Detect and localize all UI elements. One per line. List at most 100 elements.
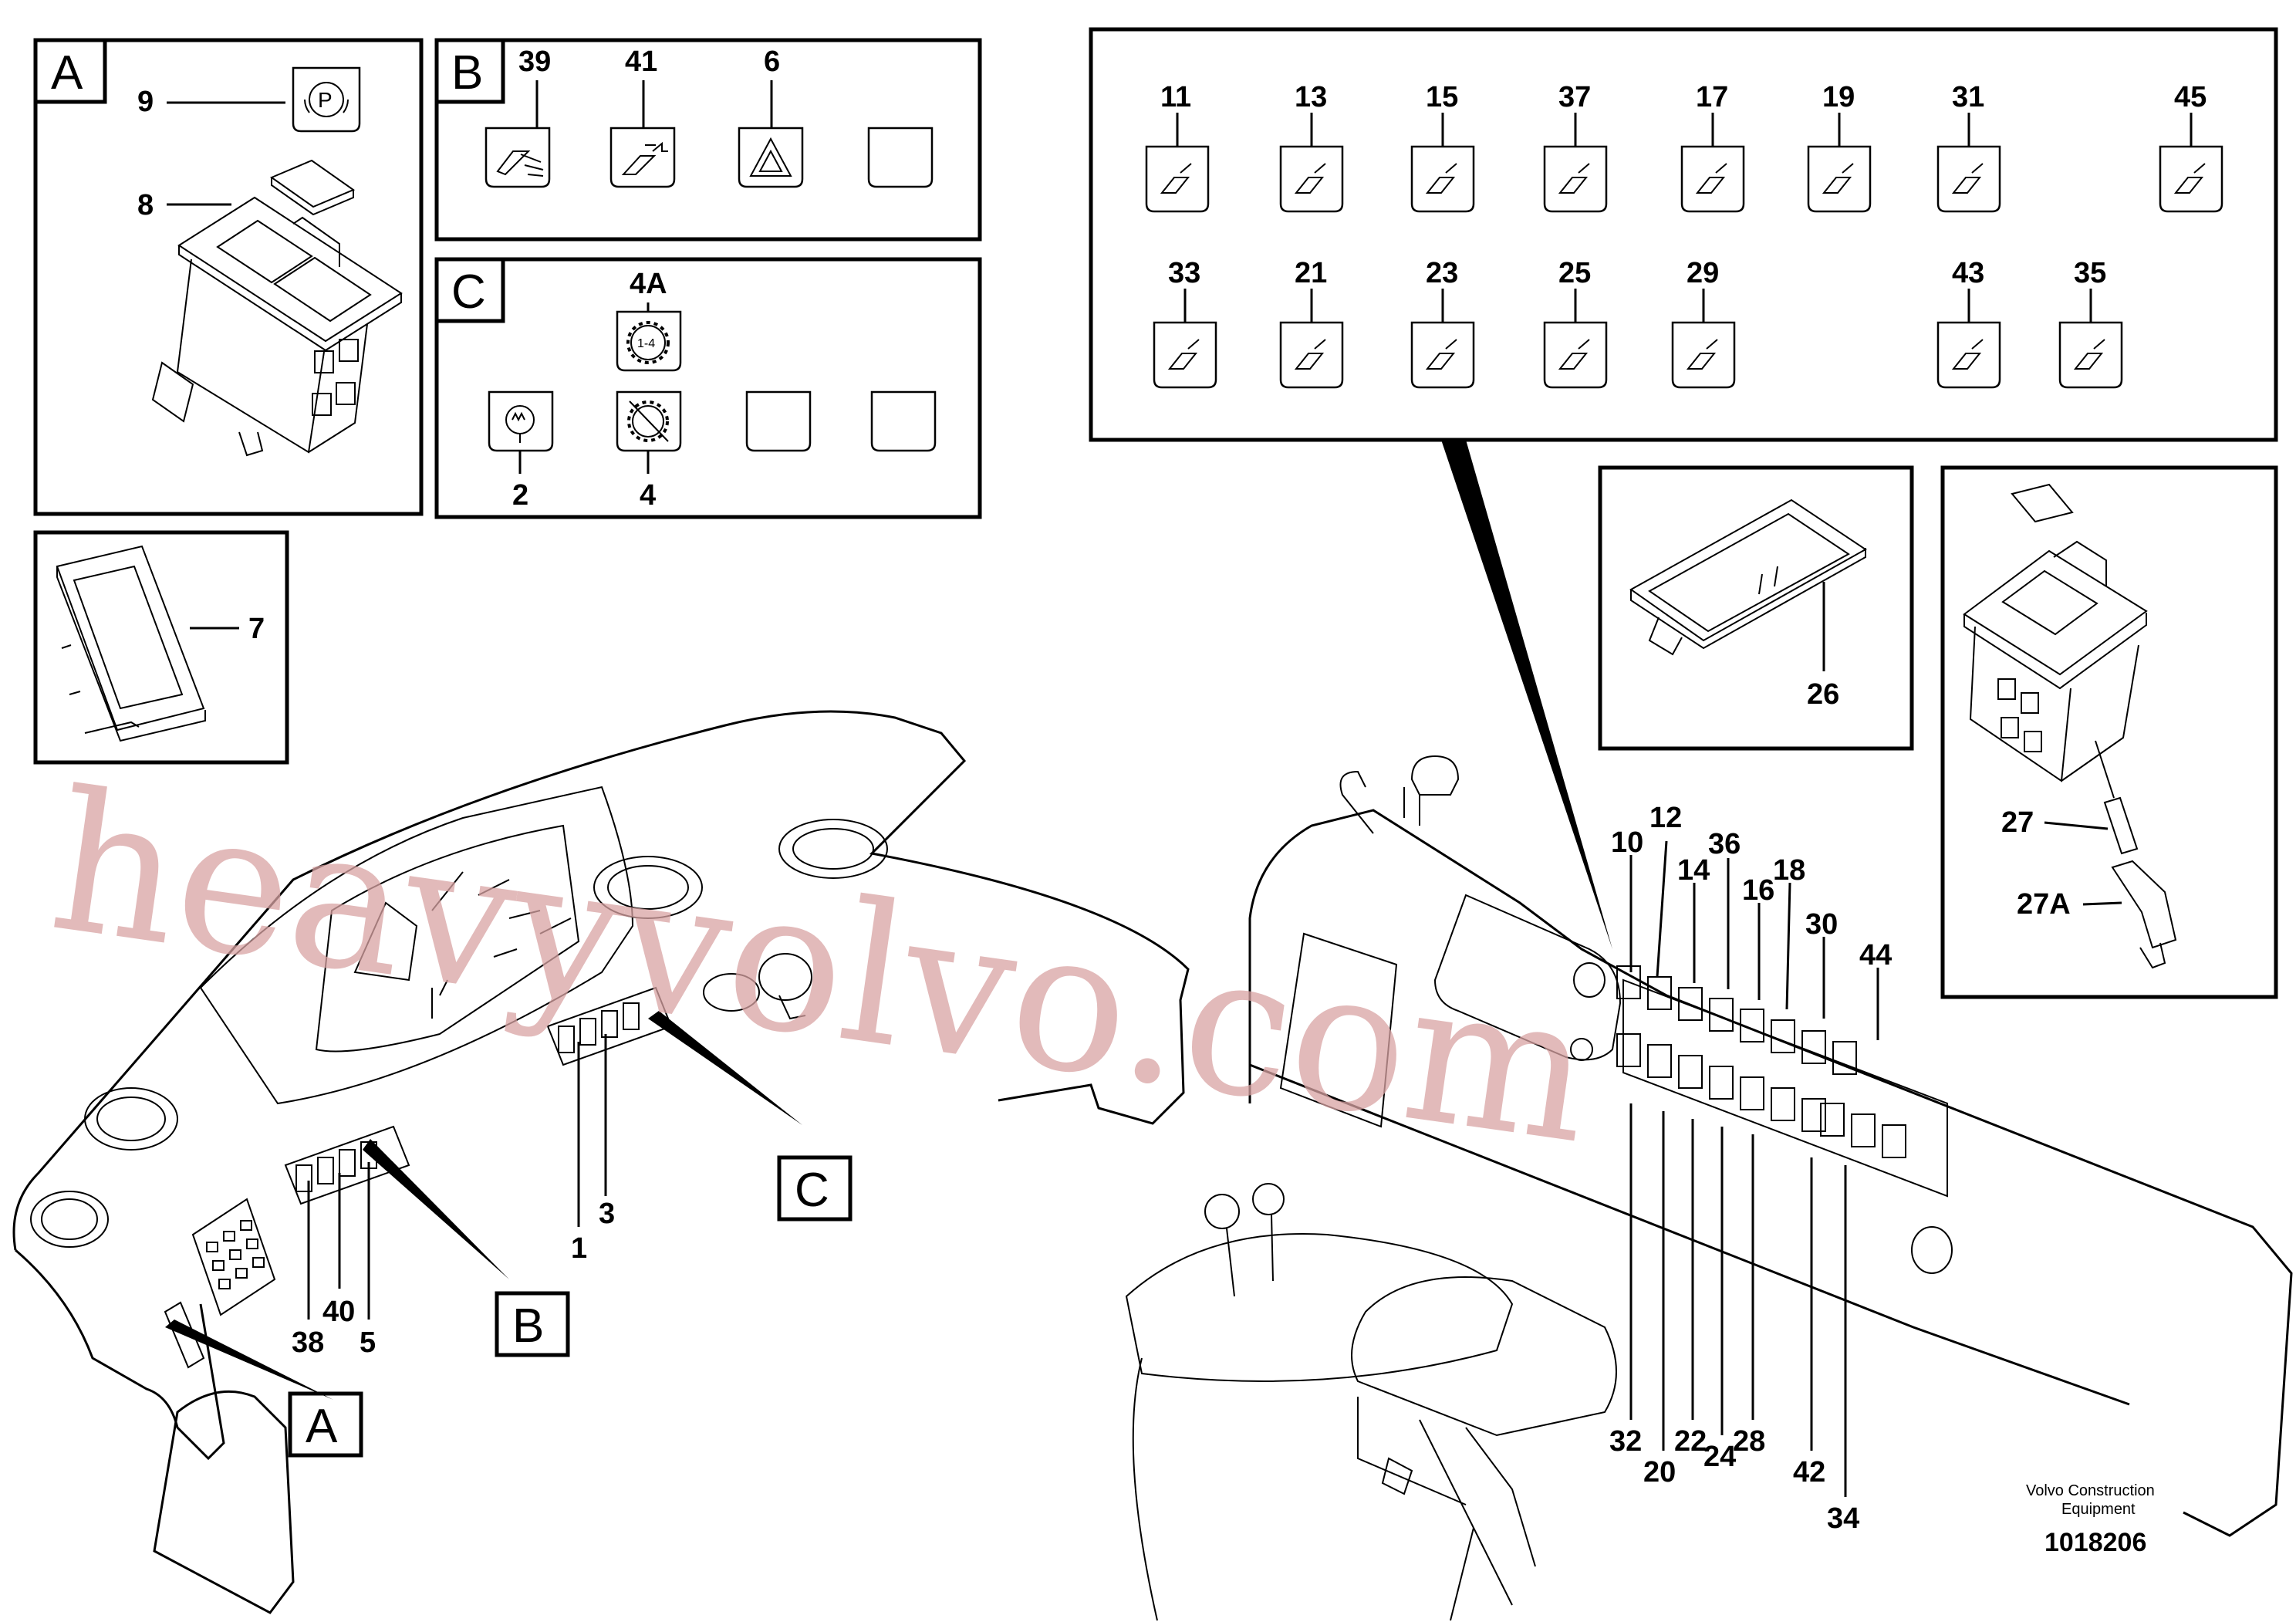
label-5: 5 — [360, 1326, 376, 1359]
label-38: 38 — [292, 1326, 324, 1359]
label-25: 25 — [1558, 257, 1591, 289]
switch-icon-33: 33 — [1153, 257, 1217, 389]
console-switch — [1616, 965, 1641, 999]
gear-selector-icon: 1-4 — [616, 310, 682, 372]
label-41: 41 — [625, 46, 657, 78]
console-switch — [1647, 1044, 1672, 1078]
console-switch — [1740, 1009, 1764, 1042]
switch-icon-25: 25 — [1543, 257, 1608, 389]
console-switch — [1801, 1030, 1826, 1064]
label-21: 21 — [1295, 257, 1327, 289]
credit-line-2: Equipment — [2061, 1501, 2136, 1518]
svg-text:A: A — [306, 1400, 338, 1453]
switch-icon-35: 35 — [2058, 257, 2123, 389]
label-8: 8 — [137, 189, 154, 221]
console-switch — [1709, 998, 1734, 1032]
gear-icon-text: 1-4 — [637, 337, 655, 350]
label-39: 39 — [518, 46, 551, 78]
label-16: 16 — [1742, 874, 1774, 907]
panel-c: C 4A 1-4 2 4 — [434, 257, 982, 519]
label-2: 2 — [512, 479, 528, 512]
label-28: 28 — [1733, 1425, 1765, 1458]
switch-icon-43: 43 — [1936, 257, 2001, 389]
watermark: heavyvolvo.com — [40, 748, 1605, 1186]
console-switch — [1616, 1033, 1641, 1067]
label-1: 1 — [571, 1232, 587, 1265]
switch-icon-29: 29 — [1671, 257, 1736, 389]
label-9: 9 — [137, 86, 154, 118]
console-switch — [1801, 1098, 1826, 1132]
callout-a: A — [288, 1391, 363, 1458]
label-34: 34 — [1827, 1502, 1859, 1535]
console-switch — [1709, 1066, 1734, 1100]
label-29: 29 — [1687, 257, 1719, 289]
console-switch — [1678, 987, 1703, 1021]
svg-text:B: B — [512, 1299, 544, 1353]
console-switch — [1832, 1041, 1857, 1075]
label-3: 3 — [599, 1198, 615, 1230]
label-37: 37 — [1558, 81, 1591, 113]
label-15: 15 — [1426, 81, 1458, 113]
console-switch-bank — [1616, 965, 1906, 1158]
panel-b-letter: B — [451, 46, 483, 100]
switch-icon-11: 11 — [1145, 81, 1210, 213]
label-27A: 27A — [2017, 888, 2071, 921]
label-13: 13 — [1295, 81, 1327, 113]
label-6: 6 — [764, 46, 780, 78]
hazard-warning-icon — [738, 127, 804, 188]
label-18: 18 — [1773, 854, 1805, 887]
label-33: 33 — [1168, 257, 1200, 289]
label-45: 45 — [2174, 81, 2207, 113]
label-20: 20 — [1643, 1456, 1676, 1489]
label-24: 24 — [1703, 1441, 1736, 1473]
parking-brake-icon: P — [292, 66, 361, 133]
switch-icon-31: 31 — [1936, 81, 2001, 213]
bucket-positioner-icon — [609, 127, 676, 188]
svg-text:P: P — [318, 88, 333, 112]
gear-disengage-icon — [616, 390, 682, 452]
label-14: 14 — [1677, 854, 1710, 887]
detail-27: 27 27A — [1940, 465, 2278, 999]
label-36: 36 — [1708, 828, 1741, 860]
detail-26: 26 — [1598, 465, 1914, 751]
panel-b: B 39 41 6 — [434, 38, 982, 242]
console-switch — [1647, 976, 1672, 1010]
panel-a: A 9 P 8 — [33, 38, 424, 516]
left-dashboard-drawing — [12, 710, 1190, 1614]
label-42: 42 — [1793, 1456, 1825, 1489]
label-19: 19 — [1822, 81, 1855, 113]
label-12: 12 — [1649, 802, 1682, 834]
label-27: 27 — [2001, 806, 2034, 839]
credit-line-1: Volvo Construction — [2026, 1482, 2155, 1499]
rocker-switch-drawing — [151, 159, 403, 457]
switch-icon-15: 15 — [1410, 81, 1475, 213]
svg-text:C: C — [795, 1164, 829, 1217]
label-11: 11 — [1160, 81, 1191, 113]
label-4A: 4A — [630, 268, 667, 300]
blank-switch-icon — [745, 390, 937, 452]
label-7: 7 — [248, 613, 265, 645]
label-17: 17 — [1696, 81, 1728, 113]
label-26: 26 — [1807, 678, 1839, 711]
label-4: 4 — [640, 479, 656, 512]
callout-b: B — [495, 1291, 570, 1357]
console-switch — [1820, 1103, 1845, 1137]
label-43: 43 — [1952, 257, 1984, 289]
right-switch-panel — [1089, 27, 2278, 949]
switch-icon-17: 17 — [1680, 81, 1745, 213]
callout-c: C — [777, 1155, 853, 1222]
label-32: 32 — [1609, 1425, 1642, 1458]
console-switch — [1678, 1055, 1703, 1089]
switch-icon-19: 19 — [1807, 81, 1872, 213]
label-10: 10 — [1611, 826, 1643, 859]
blank-switch-icon — [867, 127, 934, 188]
console-switch — [1771, 1087, 1795, 1121]
switch-icon-21: 21 — [1279, 257, 1344, 389]
right-console-drawing — [1125, 755, 2293, 1621]
top-row-icons: 11 13 15 37 17 19 31 45 — [1145, 81, 2223, 213]
ride-control-icon — [485, 127, 551, 188]
engine-heater-icon — [488, 390, 554, 452]
detail-7: 7 — [33, 530, 289, 765]
